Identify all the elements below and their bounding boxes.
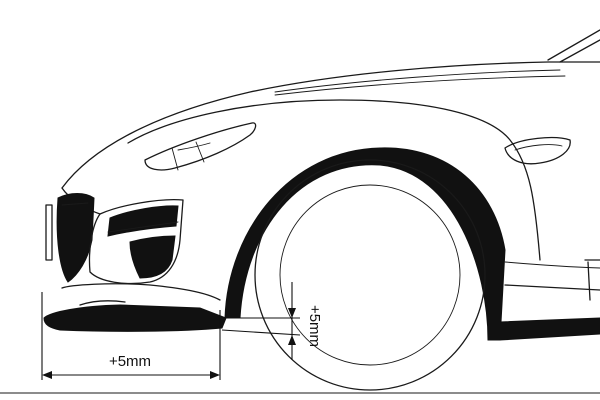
headlight-lens-line bbox=[177, 142, 211, 151]
wheel-rim bbox=[279, 184, 461, 366]
side-skirt-lower bbox=[499, 317, 600, 341]
front-grille bbox=[45, 193, 95, 283]
dim-v-arrow-top bbox=[288, 308, 296, 318]
door-gap bbox=[587, 261, 591, 301]
bumper-lower-line bbox=[61, 283, 221, 301]
front-lip-spoiler bbox=[43, 304, 227, 332]
intake-bar bbox=[107, 221, 179, 233]
side-intake-outline bbox=[88, 199, 184, 285]
headlight-divider-2 bbox=[195, 141, 205, 163]
intake-lower-fill bbox=[129, 235, 176, 279]
side-marker-outline bbox=[504, 136, 571, 165]
a-pillar-line bbox=[547, 29, 600, 61]
wheel-arch-liner bbox=[224, 147, 506, 341]
headlight-divider bbox=[171, 147, 179, 171]
intake-upper-fill bbox=[107, 205, 179, 237]
side-intake bbox=[88, 199, 184, 285]
fender-shoulder-line bbox=[127, 99, 541, 261]
lip-upper-edge bbox=[79, 300, 126, 306]
headlight bbox=[144, 122, 257, 171]
side-marker-inner bbox=[514, 144, 563, 151]
hood-outline bbox=[61, 61, 600, 189]
horizontal-offset-label: +5mm bbox=[109, 353, 151, 370]
hood-crease-inner bbox=[274, 75, 566, 96]
grille-dark-fill bbox=[56, 193, 95, 283]
vertical-dimension: +5mm bbox=[221, 282, 323, 360]
horizontal-dimension: +5mm bbox=[41, 292, 221, 380]
side-skirt-top bbox=[504, 284, 600, 291]
tire-outer bbox=[254, 159, 486, 391]
license-plate-edge bbox=[45, 204, 53, 261]
headlight-outline bbox=[144, 122, 257, 171]
dim-h-arrow-right bbox=[210, 371, 220, 379]
grille-slat-1 bbox=[61, 202, 89, 206]
side-marker-light bbox=[504, 136, 571, 165]
body-side-line bbox=[504, 261, 600, 269]
dim-v-bottom-ext bbox=[221, 329, 301, 336]
a-pillar-inner-line bbox=[559, 39, 600, 63]
vertical-offset-label: +5mm bbox=[306, 305, 323, 347]
hood-crease bbox=[274, 69, 561, 93]
dim-v-arrow-bottom bbox=[288, 335, 296, 345]
dim-h-arrow-left bbox=[42, 371, 52, 379]
